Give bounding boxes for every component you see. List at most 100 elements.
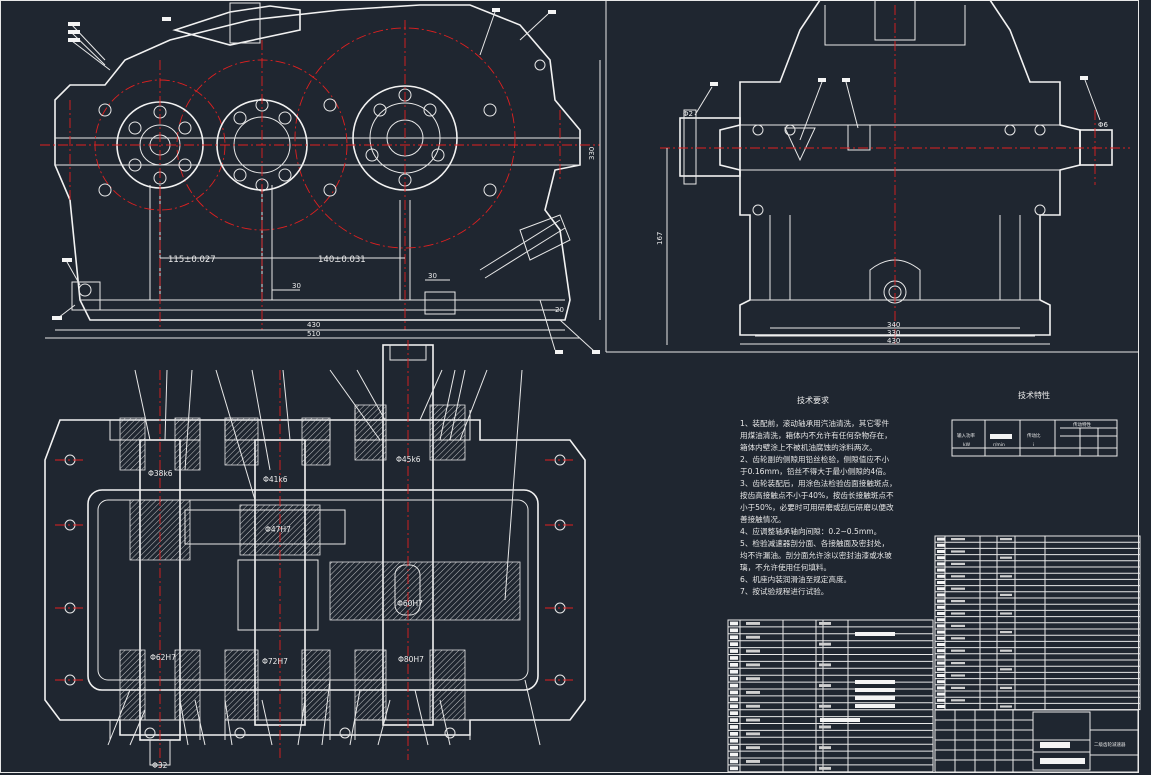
bom-row-mark (855, 696, 895, 700)
bom-row-mark (730, 759, 738, 764)
bom-row-mark (819, 663, 831, 667)
bom-row-mark (937, 655, 945, 659)
req-line: 箱体内壁涂上不被机油腐蚀的涂料两次。 (740, 442, 877, 452)
dim-front-30a: 30 (292, 282, 301, 290)
bom-row-mark (730, 745, 738, 750)
bom-row-mark (937, 556, 945, 560)
bom-row-mark (951, 686, 965, 689)
bom-row-mark (937, 649, 945, 653)
fit-phi38k6: Φ38k6 (148, 469, 173, 478)
bom-row-mark (730, 766, 738, 771)
bom-row-mark (730, 621, 738, 626)
bom-row-mark (937, 705, 945, 708)
fit-phi41k6: Φ41k6 (263, 475, 288, 484)
bom-row-mark (1000, 612, 1012, 615)
fit-phi60h7: Φ60H7 (397, 599, 423, 608)
bom-row-mark (937, 550, 945, 553)
bom-row-mark (730, 718, 738, 722)
bom-row-mark (730, 635, 738, 640)
bom-row-mark (730, 704, 738, 709)
bom-row-mark (951, 662, 965, 665)
bom-row-mark (937, 543, 945, 547)
bom-row-mark (730, 697, 738, 702)
bom-row-mark (746, 663, 760, 667)
req-line: 用煤油清洗，箱体内不允许有任何杂物存在， (740, 430, 892, 440)
dim-center-distance-2: 140±0.031 (318, 255, 366, 265)
dim-side-phi2: Φ2 (683, 110, 693, 118)
bom-row-mark (746, 704, 760, 708)
req-line: 7、按试验规程进行试验。 (740, 586, 828, 596)
bom-row-mark (937, 674, 945, 677)
bom-row-mark (951, 612, 965, 615)
bom-row-mark (1000, 538, 1012, 541)
req-line: 5、检验减速器剖分面、各接触面及密封处， (740, 538, 889, 548)
bom-row-mark (1000, 575, 1012, 578)
bom-row-mark (730, 752, 738, 757)
bom-row-mark (820, 718, 860, 722)
bom-row-mark (855, 704, 895, 708)
bom-row-mark (730, 656, 738, 660)
bom-row-mark (937, 636, 945, 640)
bom-row-mark (746, 718, 760, 722)
bom-row-mark (937, 562, 945, 566)
fit-phi45k6: Φ45k6 (396, 455, 421, 464)
bom-row-mark (951, 562, 965, 565)
bom-row-mark (937, 698, 945, 702)
bom-row-mark (730, 663, 738, 667)
bom-row-mark (951, 587, 965, 590)
dim-front-430: 430 (307, 321, 320, 329)
bom-row-mark (937, 605, 945, 609)
parts-list (727, 535, 1141, 773)
bom-row-mark (937, 587, 945, 591)
bom-row-mark (937, 630, 945, 634)
bom-row-mark (819, 746, 831, 750)
bom-row-mark (1000, 686, 1012, 689)
bom-row-mark (819, 704, 831, 708)
dim-side-430: 430 (887, 337, 900, 345)
bom-row-mark (951, 699, 965, 702)
side-view: Φ2 167 340 330 430 Φ6 (656, 0, 1130, 345)
req-line: 璃，不允许使用任何填料。 (740, 562, 831, 572)
bom-row-mark (937, 568, 945, 572)
dim-center-distance-1: 115±0.027 (168, 255, 216, 265)
bom-row-mark (951, 575, 965, 578)
spec-speed-unit: r/min (993, 442, 1005, 448)
bom-row-mark (1000, 705, 1012, 708)
bom-row-mark (819, 642, 831, 646)
tech-requirements-title: 技术要求 (797, 395, 829, 405)
req-line: 1、装配前，滚动轴承用汽油清洗，其它零件 (740, 418, 890, 428)
bom-row-mark (730, 642, 738, 646)
bom-row-mark (937, 624, 945, 628)
req-line: 小于50%，必要时可用研磨或刮后研磨以便改 (740, 502, 894, 512)
bom-row-mark (730, 628, 738, 633)
bom-row-mark (730, 732, 738, 736)
spec-power-unit: kW (963, 442, 971, 448)
bom-row-mark (746, 649, 760, 653)
fit-phi80h7: Φ80H7 (398, 655, 424, 664)
req-line: 4、应调整轴承轴向间隙：0.2~0.5mm。 (740, 526, 881, 536)
bom-row-mark (1000, 593, 1012, 596)
bom-row-mark (855, 632, 895, 636)
dim-phi32: Φ32 (152, 761, 168, 770)
bom-row-mark (730, 725, 738, 729)
dim-side-340: 340 (887, 321, 900, 329)
bom-row-mark (730, 711, 738, 715)
dim-front-510: 510 (307, 330, 320, 338)
req-line: 按齿高接触点不小于40%，按齿长接触斑点不 (740, 490, 894, 500)
dim-side-phi6: Φ6 (1098, 121, 1109, 129)
bom-row-mark (951, 649, 965, 652)
spec-power-label: 输入功率 (957, 432, 975, 439)
bom-row-mark (937, 692, 945, 696)
bom-row-mark (951, 538, 965, 541)
bom-row-mark (855, 688, 895, 692)
bom-row-mark (746, 732, 760, 736)
bom-row-mark (1000, 668, 1012, 671)
req-line: 于0.16mm，铅丝不得大于最小侧隙的4倍。 (740, 466, 890, 476)
bom-row-mark (819, 684, 831, 687)
bom-row-mark (937, 686, 945, 690)
bom-row-mark (1000, 631, 1012, 634)
bom-row-mark (746, 635, 760, 639)
bom-row-mark (937, 612, 945, 615)
req-line: 6、机座内装润滑油至规定高度。 (740, 574, 851, 584)
